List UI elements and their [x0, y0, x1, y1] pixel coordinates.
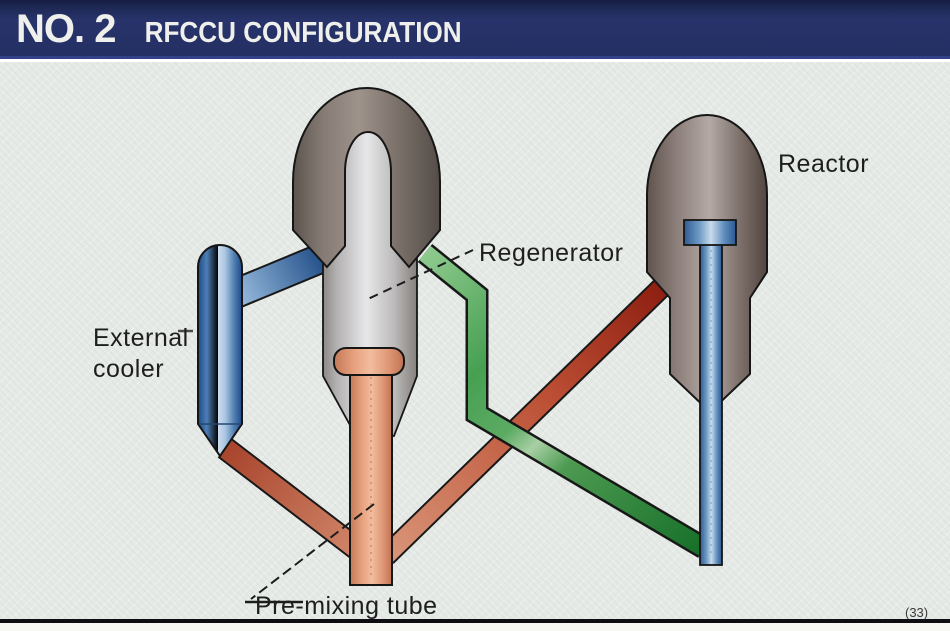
label-reactor: Reactor — [778, 150, 869, 178]
corner-note: (33) — [905, 605, 928, 620]
bottom-margin — [0, 623, 950, 631]
label-external-cooler-line2: cooler — [93, 355, 164, 383]
regenerator-outer-shell — [292, 87, 441, 269]
label-external-cooler-line1: External — [93, 324, 189, 352]
reactor-inner-tube-cap — [683, 219, 737, 246]
label-premixing-tube: Pre-mixing tube — [255, 592, 438, 620]
title-bar: NO. 2 RFCCU CONFIGURATION — [0, 0, 950, 59]
premix-leader-line — [250, 503, 375, 600]
diagram-stage: External cooler Regenerator Reactor Pre-… — [0, 62, 950, 631]
reactor-inner-tube-stem — [699, 237, 723, 566]
label-regenerator: Regenerator — [479, 239, 623, 267]
page-title-number: NO. 2 — [16, 7, 116, 51]
reactor-inner-tube — [683, 219, 737, 566]
process-diagram: External cooler Regenerator Reactor Pre-… — [0, 87, 950, 631]
bottom-rule — [0, 619, 950, 623]
page-title-text: RFCCU CONFIGURATION — [145, 17, 463, 49]
blue-catalyst-pipe — [231, 242, 330, 308]
green-catalyst-pipe — [417, 244, 710, 558]
premix-tube — [333, 347, 405, 586]
external-cooler-vessel — [197, 244, 243, 458]
regenerator-leader-line — [367, 249, 474, 300]
premix-tube-cap — [333, 347, 405, 376]
premix-tube-stem — [349, 357, 393, 586]
red-pipe-from-reactor — [378, 279, 670, 564]
